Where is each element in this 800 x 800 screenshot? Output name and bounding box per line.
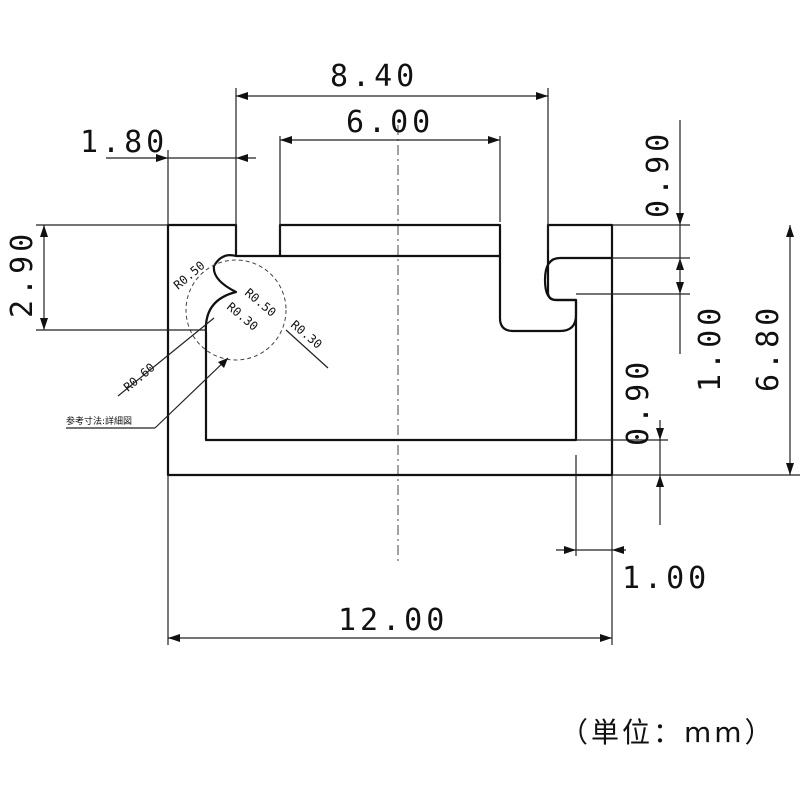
dim-lip-height: 1.00 [693,304,728,392]
arrow [676,282,684,294]
outer-profile [166,223,614,477]
arrow [676,213,684,225]
arrow [40,318,48,330]
detail-circle [185,259,287,361]
arrow [488,136,500,144]
arrow [786,225,794,237]
dim-side-wall: 1.00 [622,561,710,596]
arrow [600,634,612,642]
inner-cavity [204,254,612,442]
arrow [236,92,248,100]
dim-slot-inner-width: 6.00 [346,105,434,140]
leader-line [154,357,229,429]
arrow [40,225,48,237]
arrow [280,136,292,144]
dim-left-offset: 1.80 [80,125,168,160]
arrow [168,634,180,642]
leader-line [285,329,329,369]
dim-slot-outer-width: 8.40 [330,59,418,94]
arrow [564,546,576,554]
radius-label: R0.50 [171,258,208,292]
dim-top-thickness: 0.90 [641,130,676,218]
dim-inner-depth: 2.90 [5,230,40,318]
unit-label: （単位：mm） [560,716,776,749]
leader-line [117,317,215,397]
arrow [612,546,624,554]
dim-bottom-wall: 0.90 [621,358,656,446]
dim-overall-height: 6.80 [751,304,786,392]
arrow [656,428,664,440]
radius-label: R0.30 [288,318,325,352]
arrow [656,475,664,487]
arrow [786,463,794,475]
arrow [156,154,168,162]
arrow [536,92,548,100]
arrow [236,154,248,162]
arrow [218,358,228,368]
dim-overall-width: 12.00 [338,603,448,638]
detail-note: 参考寸法:詳細図 [66,415,132,427]
